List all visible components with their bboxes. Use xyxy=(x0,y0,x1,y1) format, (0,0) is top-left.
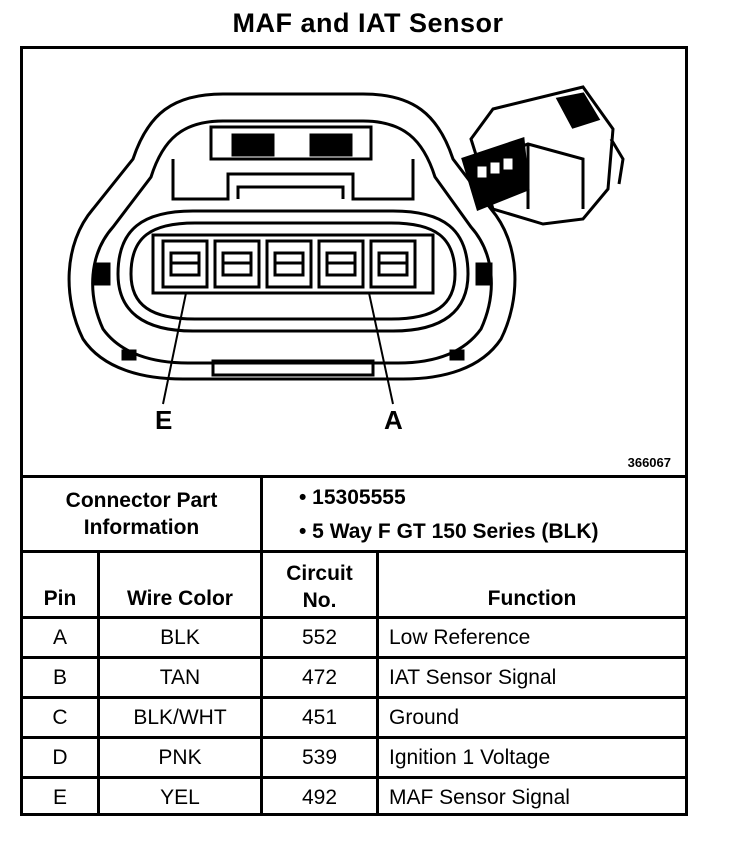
table-cell-function: MAF Sensor Signal xyxy=(389,785,570,809)
divider xyxy=(23,550,685,553)
divider xyxy=(23,475,685,478)
header-circuit-no: Circuit No. xyxy=(286,562,353,612)
header-function: Function xyxy=(487,587,577,610)
table-cell-pin: E xyxy=(52,785,67,809)
divider xyxy=(23,696,685,699)
table-cell-function: Low Reference xyxy=(389,625,531,649)
table-cell-pin: D xyxy=(52,745,68,769)
table-cell-circuit: 472 xyxy=(301,665,338,689)
table-cell-wire-color: TAN xyxy=(159,665,201,689)
terminal-cavity xyxy=(213,239,261,289)
table-cell-pin: B xyxy=(52,665,67,689)
divider xyxy=(23,656,685,659)
connector-3d-illustration xyxy=(461,85,625,226)
divider xyxy=(260,550,263,816)
divider xyxy=(23,736,685,739)
terminal-cavity xyxy=(369,239,417,289)
table-cell-wire-color: YEL xyxy=(160,785,200,809)
terminal-cavity xyxy=(161,239,209,289)
table-cell-wire-color: PNK xyxy=(158,745,202,769)
terminal-cavity xyxy=(317,239,365,289)
table-cell-function: IAT Sensor Signal xyxy=(389,665,557,689)
header-pin: Pin xyxy=(43,587,77,610)
table-cell-circuit: 451 xyxy=(301,705,338,729)
connector-part-item: • 5 Way F GT 150 Series (BLK) xyxy=(299,520,599,543)
divider xyxy=(260,478,263,550)
table-cell-pin: A xyxy=(52,625,67,649)
header-wire-color: Wire Color xyxy=(127,587,233,610)
table-cell-pin: C xyxy=(52,705,68,729)
terminal-cavity xyxy=(265,239,313,289)
connector-part-item: • 15305555 xyxy=(299,486,406,509)
divider xyxy=(97,550,100,816)
divider xyxy=(376,550,379,816)
table-cell-function: Ground xyxy=(389,705,460,729)
table-cell-circuit: 539 xyxy=(301,745,338,769)
divider xyxy=(23,776,685,779)
pin-label-e: E xyxy=(155,405,172,435)
diagram-frame: E A 366067 Connector Part Information • … xyxy=(20,46,688,816)
diagram-title: MAF and IAT Sensor xyxy=(232,8,504,38)
table-cell-function: Ignition 1 Voltage xyxy=(389,745,551,769)
figure-id: 366067 xyxy=(627,455,671,470)
table-cell-circuit: 492 xyxy=(301,785,338,809)
connector-info-label: Connector Part Information xyxy=(65,489,218,539)
table-cell-wire-color: BLK xyxy=(160,625,200,649)
divider xyxy=(23,616,685,619)
pin-label-a: A xyxy=(384,405,403,435)
table-cell-circuit: 552 xyxy=(301,625,338,649)
table-cell-wire-color: BLK/WHT xyxy=(133,705,227,729)
connector-face-drawing: E A xyxy=(67,85,625,435)
connector-part-list: • 15305555 • 5 Way F GT 150 Series (BLK) xyxy=(263,481,683,549)
